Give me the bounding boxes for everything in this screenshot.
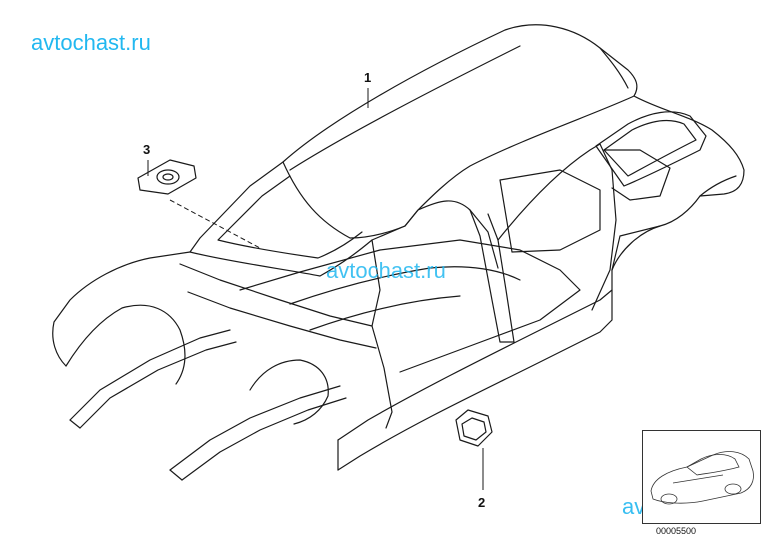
windshield-inner (217, 175, 363, 259)
front-rail-left-b (79, 341, 237, 429)
front-wheelhouse-right (249, 359, 329, 425)
rear-quarter-window-inner (603, 120, 697, 177)
floor-crossmember (309, 295, 461, 331)
rear-door-frame (497, 143, 617, 311)
watermark-center: avtochast.ru (326, 258, 446, 283)
watermark-top-left: avtochast.ru (31, 30, 151, 55)
rear-bumper-line (699, 175, 737, 197)
dash-leader-3 (169, 199, 261, 249)
rear-quarter-panel (611, 95, 745, 271)
side-sill-lower (337, 289, 613, 471)
callout-3: 3 (143, 142, 151, 157)
front-rail-right (169, 385, 341, 471)
rear-floor (603, 149, 671, 201)
front-apron-left (52, 251, 191, 367)
floor-panel (239, 239, 581, 373)
b-pillar (469, 209, 515, 343)
rear-wheel-arch (611, 225, 661, 271)
vehicle-thumbnail (642, 430, 761, 524)
car-silhouette-icon (650, 451, 754, 505)
dash-panel-lower (187, 291, 377, 349)
part-jack-pad (455, 409, 493, 447)
a-pillar-left-lower (371, 325, 393, 429)
part-strut-plate (137, 159, 197, 195)
a-pillar-left-upper (371, 239, 381, 327)
windshield-frame (189, 161, 406, 277)
reference-number: 00005500 (656, 526, 697, 536)
front-rail-right-b (181, 397, 347, 481)
rear-seat-pan (499, 169, 601, 253)
roof-outline (282, 24, 638, 239)
callout-1: 1 (364, 70, 372, 85)
roof-inner-line (289, 45, 521, 171)
floor-tunnel (289, 266, 521, 305)
front-wheelhouse-left (65, 304, 186, 385)
front-rail-left (69, 329, 231, 421)
callout-2: 2 (478, 495, 486, 510)
front-rail-left-end (69, 419, 81, 429)
rear-quarter-window (595, 111, 707, 187)
side-sill (337, 269, 613, 441)
front-rail-right-end (169, 469, 183, 481)
roof-rear-line (599, 47, 629, 89)
